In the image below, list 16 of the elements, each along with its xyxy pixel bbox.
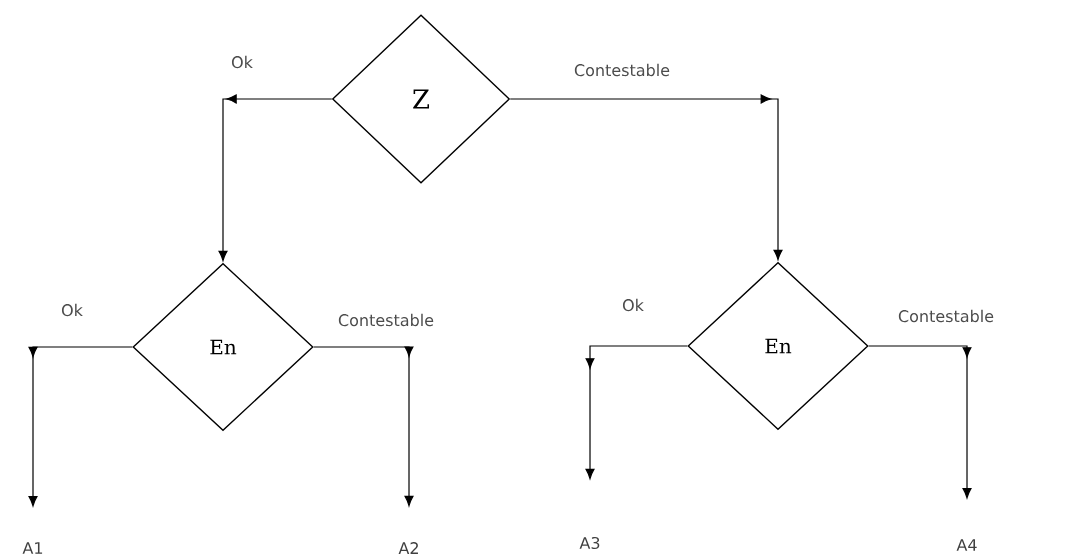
edge-label: Contestable	[896, 308, 996, 324]
arrow	[585, 345, 688, 480]
arrow	[509, 94, 783, 261]
end-label: A3	[579, 536, 600, 550]
end-label: A2	[398, 542, 418, 554]
edge-label: Contestable	[572, 62, 672, 78]
edge-label: Ok	[621, 297, 645, 313]
end-label: A4	[956, 539, 977, 551]
arrow	[313, 346, 414, 507]
end-label: A1	[22, 542, 43, 554]
edge-label: Ok	[60, 302, 84, 318]
arrow	[218, 94, 333, 262]
edge-label: Contestable	[336, 312, 436, 328]
arrow	[28, 346, 133, 507]
edge-label: Ok	[230, 54, 254, 70]
arrow	[868, 345, 972, 499]
